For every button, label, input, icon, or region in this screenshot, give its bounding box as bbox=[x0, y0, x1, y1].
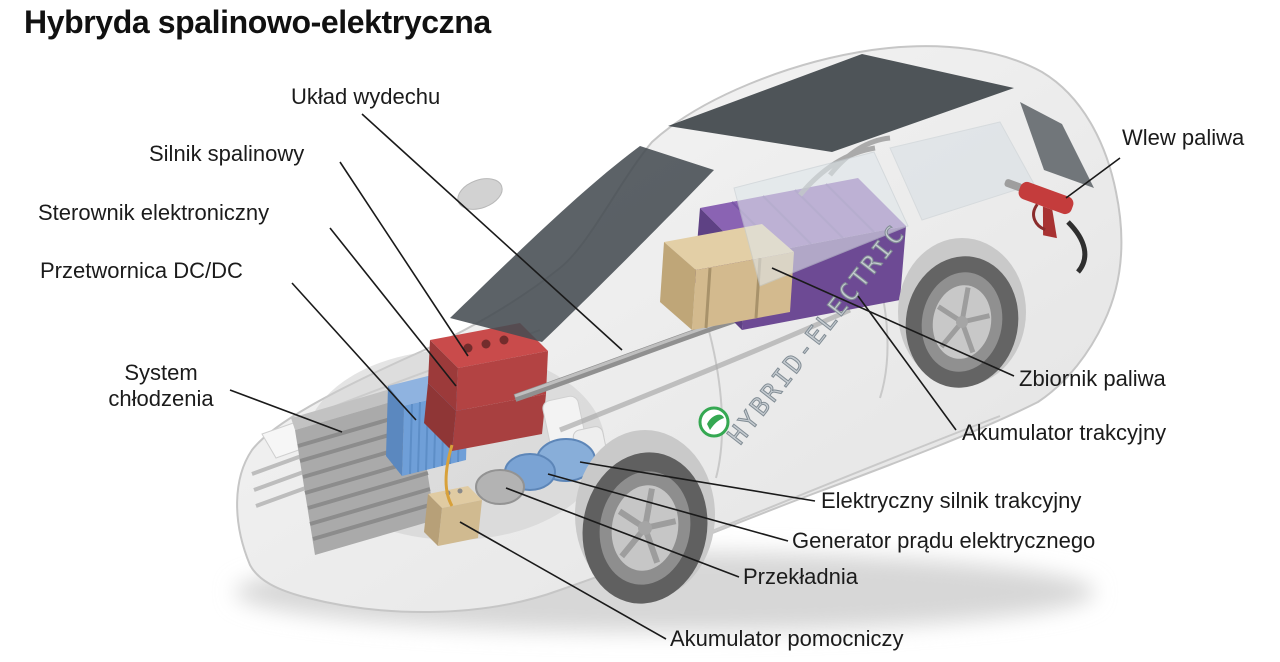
leader-exhaust-system bbox=[361, 113, 623, 351]
label-electric-traction-motor: Elektryczny silnik trakcyjny bbox=[821, 488, 1082, 513]
fuel-nozzle-graphic bbox=[1004, 179, 1088, 274]
rear-window bbox=[1020, 102, 1094, 188]
leader-transmission bbox=[505, 487, 740, 578]
label-combustion-engine: Silnik spalinowy bbox=[149, 141, 305, 166]
leader-generator bbox=[547, 473, 789, 542]
label-fuel-tank: Zbiornik paliwa bbox=[1019, 366, 1166, 391]
leader-cooling-system bbox=[229, 389, 343, 433]
leader-aux-battery bbox=[459, 521, 667, 640]
side-mirror bbox=[457, 178, 503, 210]
orange-cable bbox=[444, 444, 454, 507]
label-electronic-controller: Sterownik elektroniczny bbox=[38, 200, 270, 225]
fuel-hose bbox=[1066, 220, 1088, 274]
leader-combustion-engine bbox=[339, 161, 469, 357]
rear-wheel bbox=[905, 256, 1019, 388]
side-window-front bbox=[733, 151, 909, 287]
leader-lines bbox=[229, 113, 1121, 640]
aux-battery-graphic bbox=[424, 486, 482, 546]
driveshaft bbox=[559, 307, 852, 433]
side-window-rear bbox=[889, 121, 1035, 221]
label-dcdc-converter: Przetwornica DC/DC bbox=[40, 258, 243, 283]
label-traction-battery: Akumulator trakcyjny bbox=[962, 420, 1167, 445]
diagram-title: Hybryda spalinowo-elektryczna bbox=[24, 4, 491, 40]
leader-dcdc-converter bbox=[291, 282, 417, 421]
leader-fuel-tank bbox=[771, 267, 1015, 377]
windshield bbox=[450, 146, 714, 342]
eco-logo bbox=[698, 406, 730, 438]
front-wheel bbox=[582, 452, 708, 604]
label-exhaust-system: Układ wydechu bbox=[291, 84, 441, 109]
leader-fuel-filler bbox=[1065, 157, 1121, 199]
label-auxiliary-battery: Akumulator pomocniczy bbox=[670, 626, 904, 651]
label-fuel-filler: Wlew paliwa bbox=[1122, 125, 1245, 150]
transmission-graphic bbox=[475, 469, 525, 505]
label-electric-generator: Generator prądu elektrycznego bbox=[792, 528, 1096, 553]
leader-electronic-controller bbox=[329, 227, 457, 387]
label-transmission: Przekładnia bbox=[743, 564, 858, 589]
label-cooling-system: System chłodzenia bbox=[108, 360, 214, 411]
leader-traction-motor bbox=[579, 461, 816, 502]
roof-glass bbox=[668, 54, 1014, 152]
engine-graphic bbox=[424, 323, 548, 451]
leader-traction-battery bbox=[857, 295, 957, 431]
